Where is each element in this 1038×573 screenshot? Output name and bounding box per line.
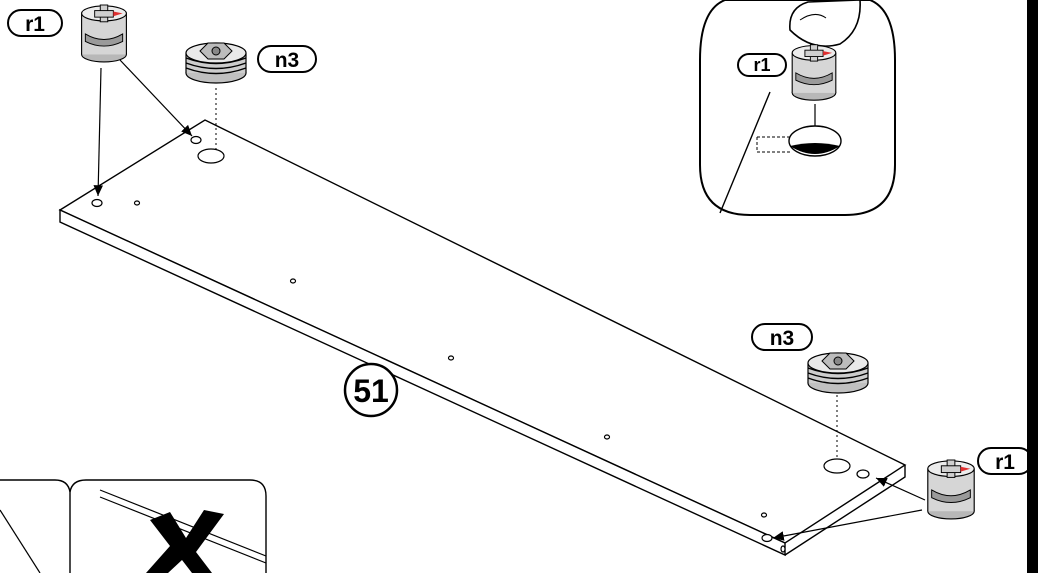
callout-r1-right: r1 — [977, 447, 1033, 475]
page-border — [1027, 0, 1038, 573]
wrong-way-inset — [0, 479, 267, 573]
panel-holes — [91, 135, 870, 553]
arrows-bottom-right — [772, 477, 926, 541]
cam-lock-icon — [80, 4, 128, 63]
cam-lock-label: r1 — [995, 451, 1015, 474]
cam-lock-icon — [927, 459, 975, 520]
callout-n3-right: n3 — [751, 323, 813, 351]
dotted-guides — [215, 88, 838, 458]
panel-51 — [58, 119, 907, 557]
cam-housing-label: n3 — [770, 327, 795, 350]
cam-lock-icon — [791, 44, 837, 101]
callout-r1-inset: r1 — [737, 53, 787, 77]
callout-r1-top-left: r1 — [7, 9, 63, 37]
panel-number-badge: 51 — [343, 362, 399, 418]
callout-n3-top: n3 — [257, 45, 317, 73]
cam-lock-label: r1 — [753, 55, 770, 75]
panel-number: 51 — [353, 373, 389, 409]
cam-housing-icon — [807, 352, 869, 394]
cam-housing-label: n3 — [275, 49, 300, 72]
cam-housing-icon — [185, 42, 247, 84]
wrong-x-icon — [146, 510, 224, 573]
arrows-top-left — [93, 59, 193, 197]
detail-inset: r1 — [699, 0, 896, 216]
cam-lock-label: r1 — [25, 13, 45, 36]
